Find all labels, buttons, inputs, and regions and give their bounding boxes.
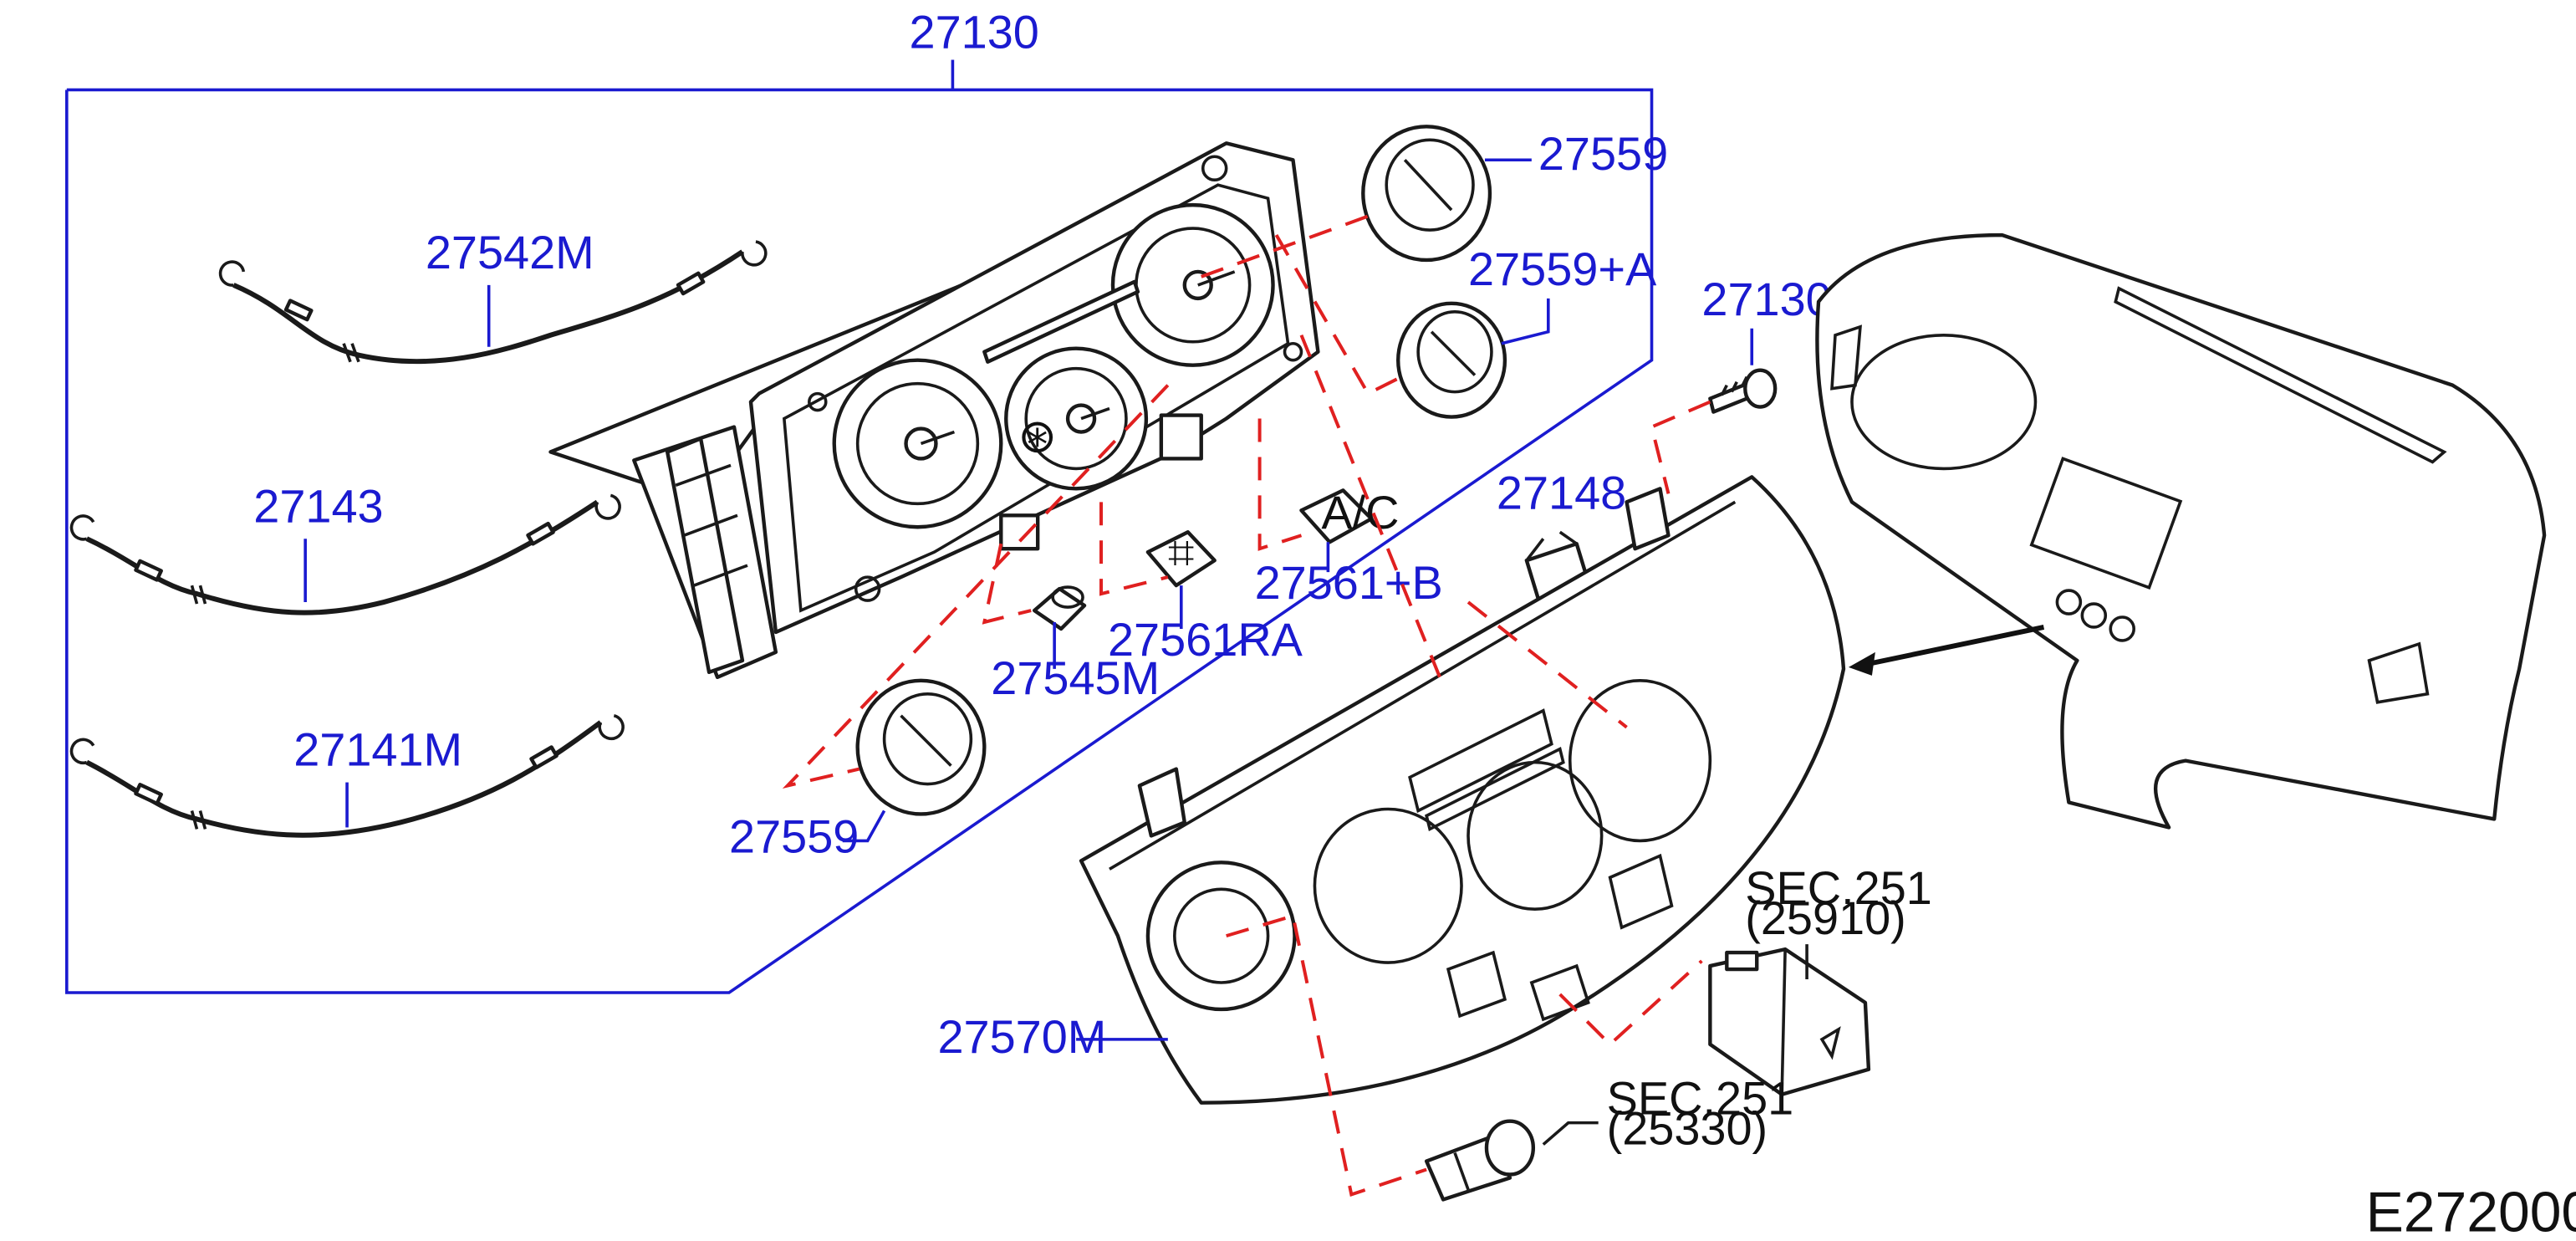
control-cable-27542m <box>218 240 768 365</box>
hazard-part-label: (25910) <box>1745 891 1906 944</box>
callout-ac-switch: 27561+B <box>1255 556 1443 609</box>
callout-button-cap: 27148 <box>1497 466 1626 518</box>
hazard-sec-label: SEC.251 <box>1745 861 1932 914</box>
dashboard-overview <box>1815 232 2547 830</box>
accessory-socket <box>1424 1119 1536 1202</box>
bulb-27545m <box>1032 585 1087 631</box>
socket-part-label: (25330) <box>1607 1102 1768 1155</box>
control-cable-27143 <box>69 493 621 615</box>
hazard-switch <box>1708 947 1871 1096</box>
finisher-panel-27570m <box>1079 475 1846 1105</box>
defroster-switch-27561ra: ⌗ <box>1145 526 1217 588</box>
assembly-bracket <box>65 59 1654 994</box>
control-cable-27141m <box>69 713 625 838</box>
ac-switch-27561b: A/C <box>1299 486 1400 544</box>
screw-27130a <box>1708 368 1778 414</box>
svg-text:A/C: A/C <box>1321 486 1399 539</box>
temperature-dial <box>832 358 1003 529</box>
callout-bulb: 27545M <box>991 651 1160 704</box>
socket-sec-label: SEC.251 <box>1607 1072 1794 1125</box>
heater-control-unit: ⊛ <box>548 141 1320 680</box>
callout-cable-2: 27143 <box>253 479 383 532</box>
knob-top-27559 <box>1361 125 1492 263</box>
svg-text:⌗: ⌗ <box>1168 526 1194 579</box>
callout-assembly: 27130 <box>910 6 1039 59</box>
reference-code: E272000Y <box>2366 1181 2576 1241</box>
knob-27559a <box>1396 301 1507 419</box>
callout-cable-3: 27141M <box>293 723 462 776</box>
knob-bottom-27559 <box>855 678 987 816</box>
svg-text:⊛: ⊛ <box>1018 409 1057 462</box>
callout-knob-bottom: 27559 <box>729 809 859 862</box>
fan-speed-dial: ⊛ <box>1004 346 1149 491</box>
callout-knob-top: 27559 <box>1538 127 1668 180</box>
callout-knob-a: 27559+A <box>1468 243 1657 295</box>
callout-cable-1: 27542M <box>426 226 594 278</box>
callout-def-switch: 27561RA <box>1108 613 1303 666</box>
assembly-guide-lines <box>782 213 1711 1198</box>
callout-finisher: 27570M <box>937 1010 1106 1063</box>
